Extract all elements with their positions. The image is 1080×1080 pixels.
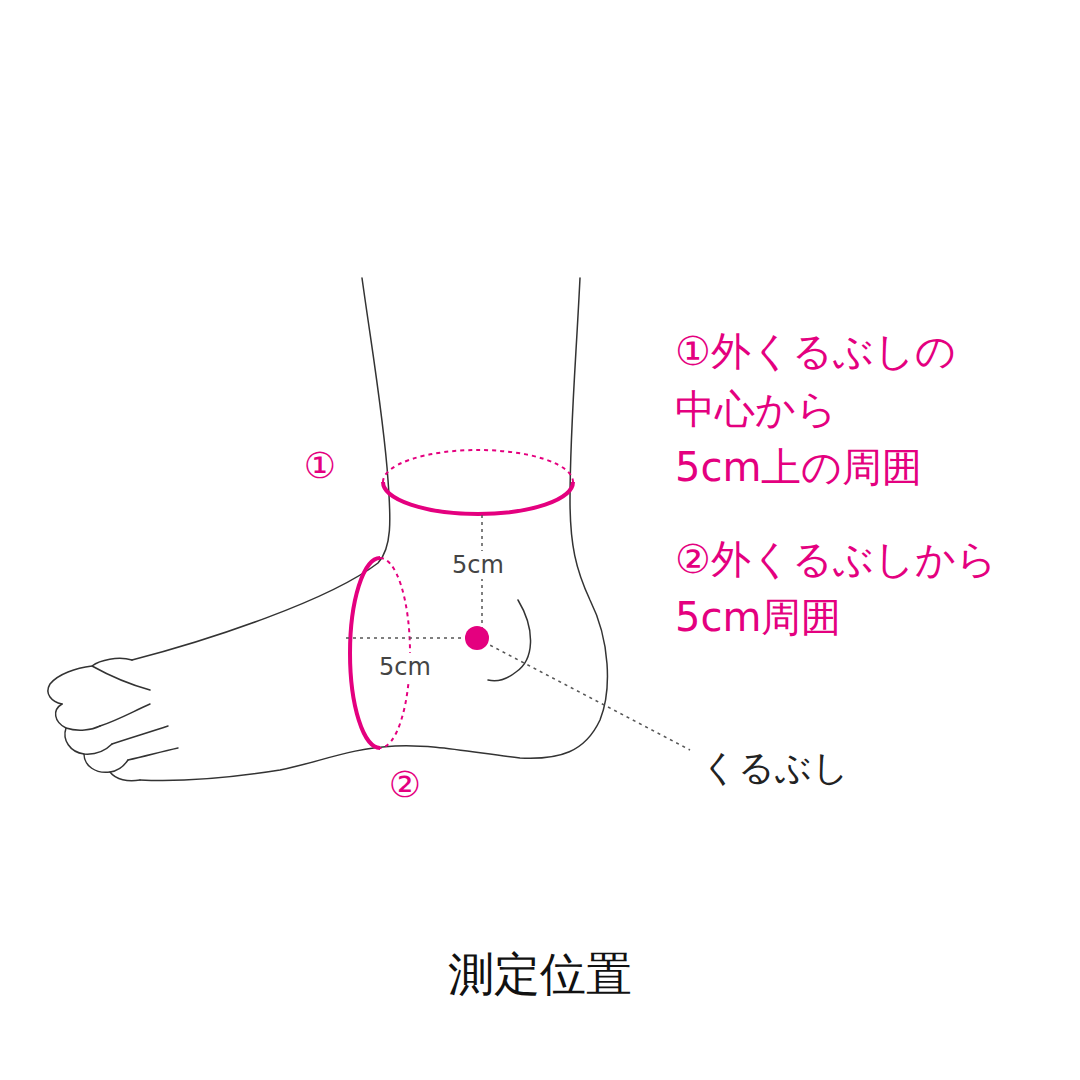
dimension-label: 5cm: [377, 653, 433, 682]
caption: 測定位置: [448, 947, 632, 1002]
measure-ring-hidden: [383, 450, 573, 482]
dimension-line: [346, 637, 470, 639]
toe-line: [100, 704, 150, 726]
toe-outline: [48, 658, 132, 704]
toe-outline: [84, 754, 128, 772]
toe-outline: [110, 772, 140, 781]
toe-line: [112, 726, 168, 744]
dimension-label: 5cm: [450, 551, 506, 580]
measure-ring: [350, 558, 380, 748]
toe-line: [92, 666, 150, 690]
measure-note: ②外くるぶしから 5cm周囲: [675, 530, 1015, 646]
toe-line: [128, 748, 178, 760]
callout-number: ②: [389, 763, 421, 806]
measure-note: ①外くるぶしの 中心から 5cm上の周囲: [675, 322, 1015, 496]
ankle-point: [465, 626, 489, 650]
leg-outline: [140, 278, 607, 781]
leg-outline: [132, 278, 390, 660]
toe-outline: [56, 704, 100, 730]
leader-line: [484, 642, 690, 750]
ankle-bone: [488, 600, 531, 681]
toe-outline: [65, 728, 112, 754]
measure-ring: [383, 482, 573, 514]
callout-number: ①: [304, 444, 336, 487]
part-label: くるぶし: [701, 746, 849, 789]
